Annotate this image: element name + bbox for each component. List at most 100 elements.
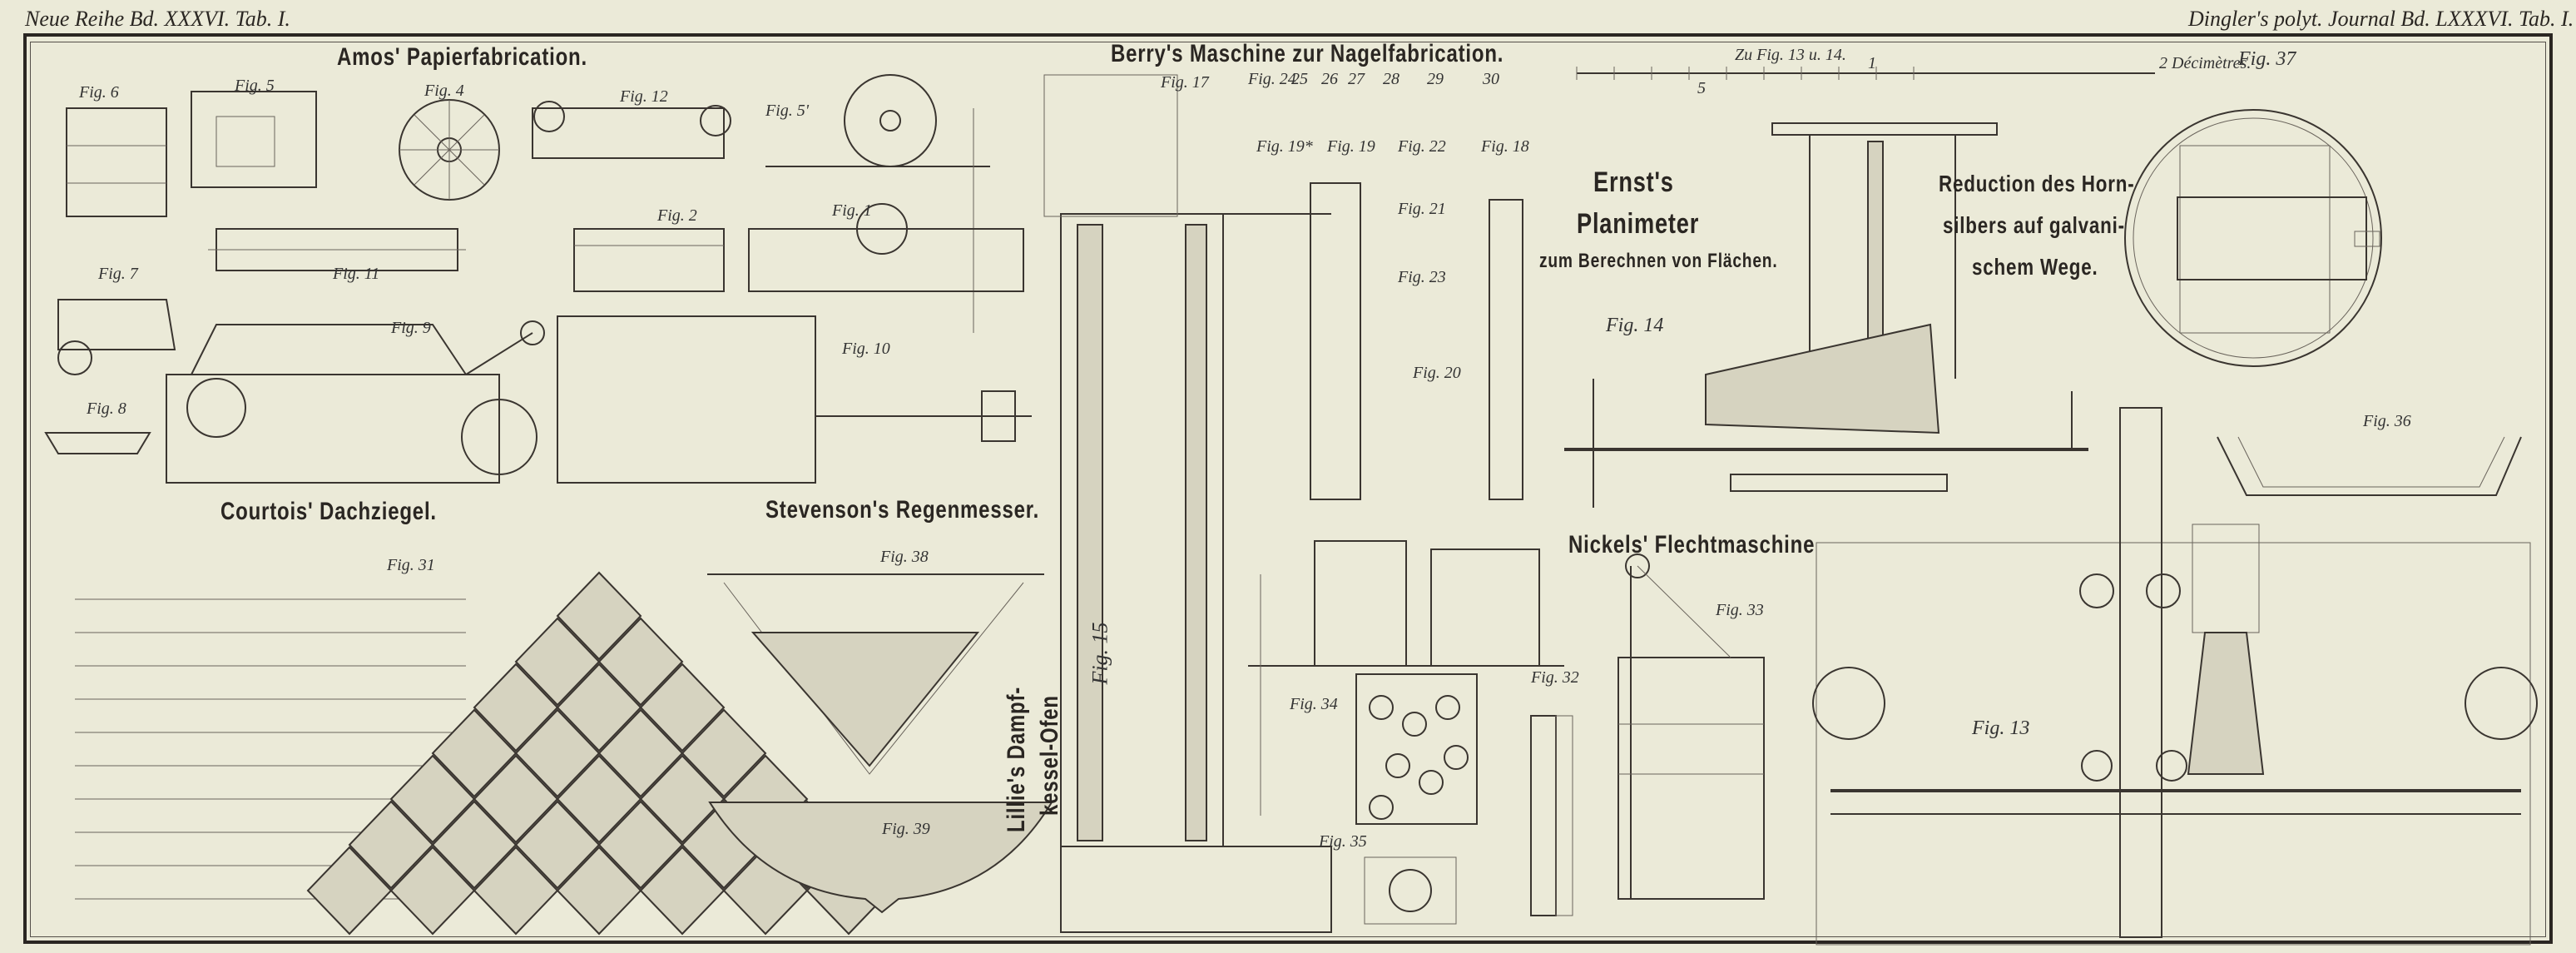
roof-tile (306, 846, 393, 936)
fig-label: Fig. 4 (424, 82, 464, 100)
gear (1402, 712, 1427, 737)
fig38-gauge (707, 573, 1044, 775)
roof-tile (473, 754, 559, 844)
gear (1444, 745, 1469, 770)
fig-label: Fig. 5 (235, 77, 275, 95)
roof-tile (473, 846, 559, 936)
fig-label: Fig. 38 (880, 548, 929, 566)
roof-tile (681, 708, 767, 798)
fig-label: Fig. 31 (387, 556, 435, 574)
fig-label: Fig. 19* (1256, 137, 1313, 156)
fig-label: 30 (1483, 70, 1499, 88)
title-lillie-dampfkessel: Lillie's Dampf- kessel-Ofen (1003, 649, 1069, 832)
fig-label: Fig. 17 (1161, 73, 1209, 92)
fig13-machine (1812, 407, 2538, 946)
title-ernst-3: zum Berechnen von Flächen. (1539, 250, 1778, 272)
fig-label: Fig. 15 (1087, 622, 1112, 685)
fig1-drawing (748, 203, 1024, 292)
fig-label: Fig. 21 (1398, 200, 1446, 218)
fig-label: Fig. 8 (87, 400, 126, 418)
title-reduction-2: silbers auf galvani- (1943, 212, 2125, 238)
roof-tile (639, 754, 726, 844)
fig-label: Fig. 10 (842, 340, 890, 358)
fig-label: Fig. 24 (1248, 70, 1296, 88)
roof-tile (556, 754, 642, 844)
fig-label: Fig. 9 (391, 319, 431, 337)
fig-label: 25 (1291, 70, 1308, 88)
fig35-drawing (1364, 856, 1457, 925)
roof-tile (348, 800, 434, 890)
scale-unit: 2 Décimètres. (2159, 54, 2252, 72)
fig10-rollers (557, 315, 1032, 484)
fig5-drawing (191, 91, 317, 188)
fig-label: Fig. 1 (832, 201, 872, 220)
fig-label: Fig. 34 (1290, 695, 1338, 713)
fig-label: Fig. 19 (1327, 137, 1375, 156)
fig-label: Fig. 33 (1716, 601, 1764, 619)
fig34-gears (1355, 673, 1478, 825)
roof-tile (431, 708, 518, 798)
roof-tile (514, 617, 601, 707)
title-stevenson-regenmesser: Stevenson's Regenmesser. (765, 496, 1040, 524)
title-ernst-1: Ernst's (1593, 166, 1674, 198)
roof-tile (639, 663, 726, 752)
title-lillie-1: Lillie's Dampf- (1003, 686, 1030, 832)
roof-tile (556, 846, 642, 936)
roof-tile (389, 846, 476, 936)
roof-tile (514, 708, 601, 798)
fig-label: 29 (1427, 70, 1444, 88)
fig-label: Fig. 39 (882, 820, 930, 838)
scale-mark-1: 1 (1868, 54, 1876, 72)
roof-tile (597, 800, 684, 890)
fig-label: Fig. 11 (333, 265, 380, 283)
plate-frame (23, 33, 2553, 944)
fig-label: Fig. 5' (765, 102, 810, 120)
fig-label: Fig. 6 (79, 83, 119, 102)
title-lillie-2: kessel-Ofen (1036, 695, 1063, 816)
roof-tile (597, 708, 684, 798)
gear (1419, 770, 1444, 795)
roof-tile (556, 663, 642, 752)
fig39-bowl (708, 802, 1053, 914)
gear (1369, 795, 1394, 820)
fig-label: Fig. 18 (1481, 137, 1529, 156)
fig31-roof (75, 571, 892, 936)
scale-caption: Zu Fig. 13 u. 14. (1735, 46, 1846, 64)
roof-tile (473, 663, 559, 752)
title-reduction-3: schem Wege. (1972, 254, 2098, 280)
roof-tile (514, 800, 601, 890)
fig-label: Fig. 32 (1531, 668, 1579, 687)
fig36-trough (2217, 436, 2522, 496)
fig37-circle (2124, 109, 2382, 367)
plate-header-right: Dingler's polyt. Journal Bd. LXXXVI. Tab… (2188, 7, 2574, 31)
gear (1385, 753, 1410, 778)
roof-tile (597, 617, 684, 707)
fig-label: 28 (1383, 70, 1399, 88)
fig4-wheel (399, 99, 500, 201)
fig5b-wheel (765, 74, 990, 333)
fig6-drawing (66, 107, 167, 217)
title-courtois-dachziegel: Courtois' Dachziegel. (220, 498, 437, 525)
fig2-drawing (573, 228, 725, 292)
scale-mark-5: 5 (1697, 79, 1706, 97)
title-amos-papierfabrication: Amos' Papierfabrication. (337, 43, 587, 71)
roof-tile (556, 571, 642, 661)
roof-tile (389, 754, 476, 844)
fig-label: Fig. 37 (2238, 48, 2296, 70)
title-nickels-flechtmaschine: Nickels' Flechtmaschine (1568, 531, 1816, 558)
fig-label: Fig. 36 (2363, 412, 2411, 430)
fig14-planimeter (1564, 122, 2088, 508)
decimetre-scale-bar (1576, 67, 2155, 80)
fig11-drawing (208, 228, 466, 271)
fig-label: Fig. 35 (1319, 832, 1367, 851)
roof-tile (639, 846, 726, 936)
fig9-machine (166, 320, 545, 484)
fig32-drawing (1530, 715, 1573, 916)
fig-label: Fig. 22 (1398, 137, 1446, 156)
gear (1369, 695, 1394, 720)
title-berry-nagelfabrication: Berry's Maschine zur Nagelfabrication. (1111, 40, 1504, 67)
plate-header-left: Neue Reihe Bd. XXXVI. Tab. I. (25, 7, 290, 31)
fig-label: Fig. 23 (1398, 268, 1446, 286)
fig-label: Fig. 13 (1972, 717, 2030, 739)
